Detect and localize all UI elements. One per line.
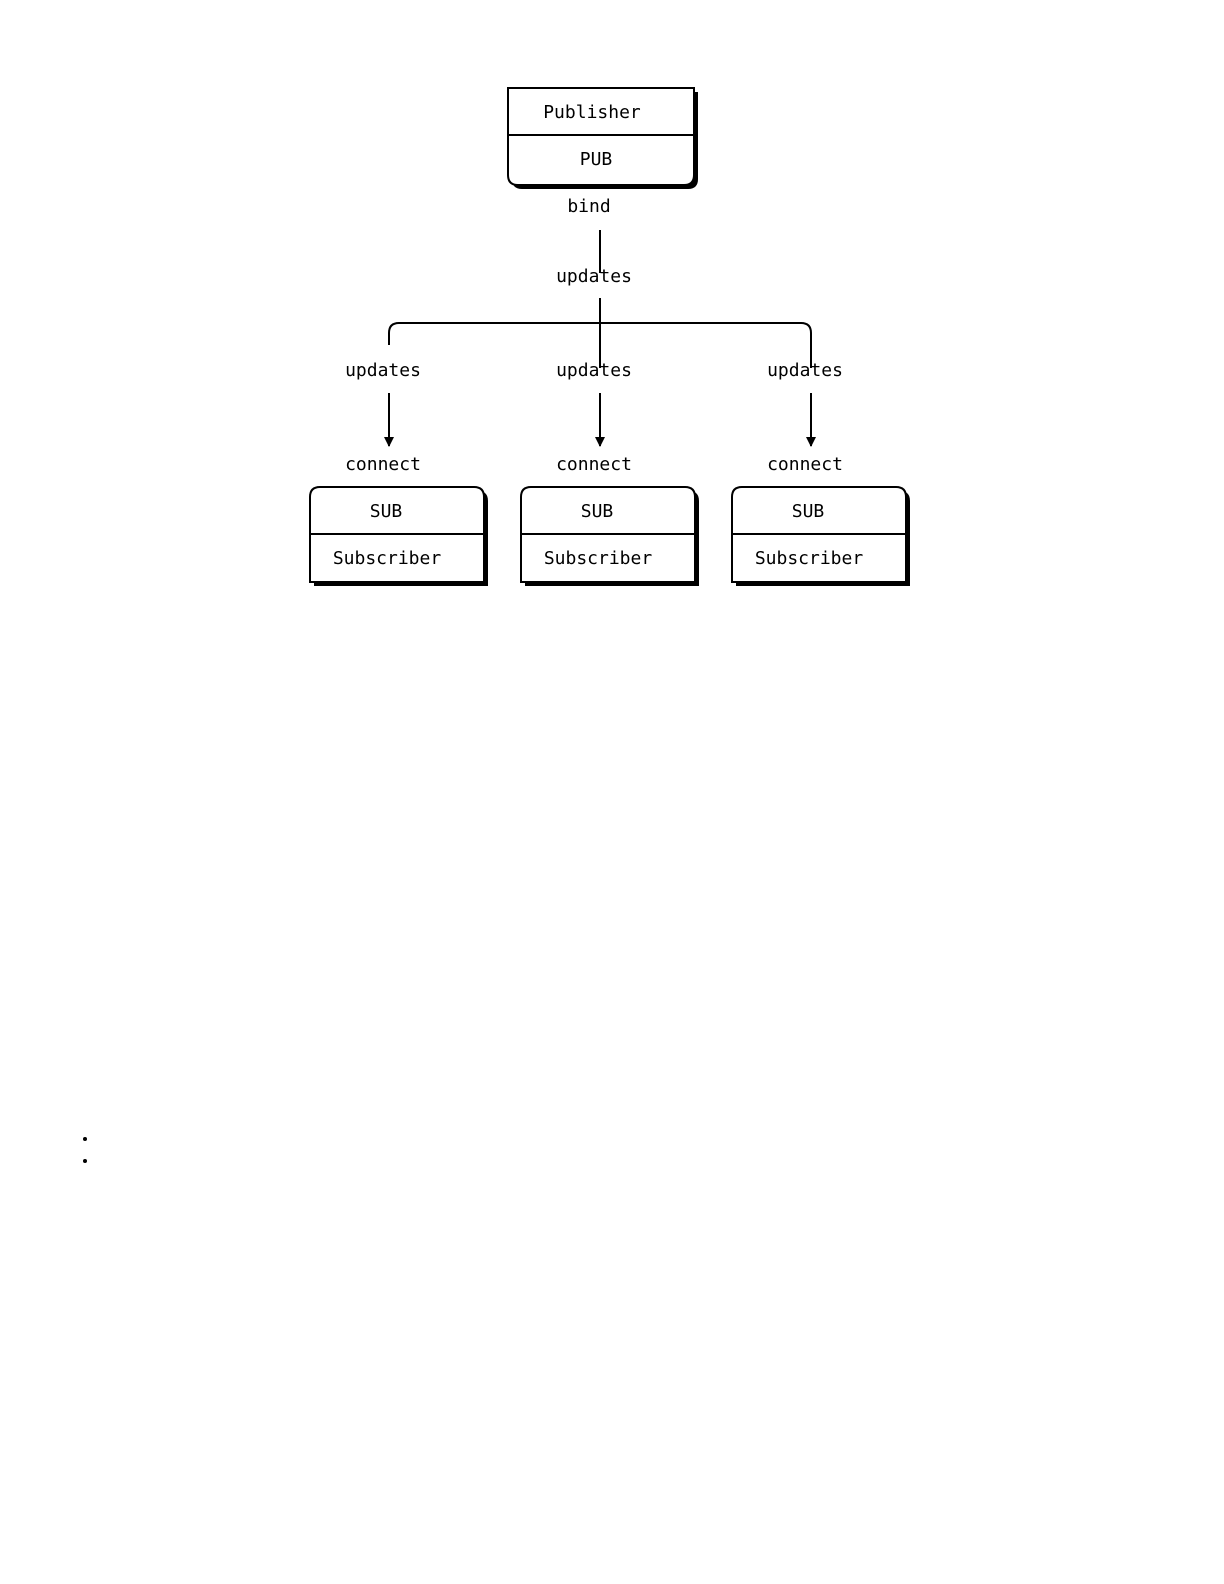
publisher-socket-label: PUB [580,149,613,170]
subscriber-node: SUB Subscriber [520,486,699,586]
connect-label: connect [345,454,421,475]
subscriber-node: SUB Subscriber [731,486,910,586]
trunk-updates-label: updates [556,266,632,287]
subscriber-branch: updates connect SUB Subscriber [731,360,910,586]
publisher-name: Publisher [543,102,641,123]
bind-label: bind [567,196,610,217]
subscriber-socket-label: SUB [581,501,614,522]
branch-updates-label: updates [767,360,843,381]
subscriber-socket-label: SUB [370,501,403,522]
connect-label: connect [767,454,843,475]
connect-label: connect [556,454,632,475]
publisher-box [507,87,695,186]
bullet-list [60,1128,98,1172]
publisher-node: Publisher PUB [507,87,698,189]
subscriber-branch: updates connect SUB Subscriber [520,360,699,586]
subscriber-socket-label: SUB [792,501,825,522]
pub-sub-diagram: Publisher PUB bind updates updates conne… [309,87,910,586]
subscriber-branch: updates connect SUB Subscriber [309,360,488,586]
subscriber-name: Subscriber [544,548,653,569]
branch-updates-label: updates [556,360,632,381]
subscriber-node: SUB Subscriber [309,486,488,586]
distribution-bar [388,322,812,368]
subscriber-name: Subscriber [333,548,442,569]
subscriber-name: Subscriber [755,548,864,569]
branch-updates-label: updates [345,360,421,381]
